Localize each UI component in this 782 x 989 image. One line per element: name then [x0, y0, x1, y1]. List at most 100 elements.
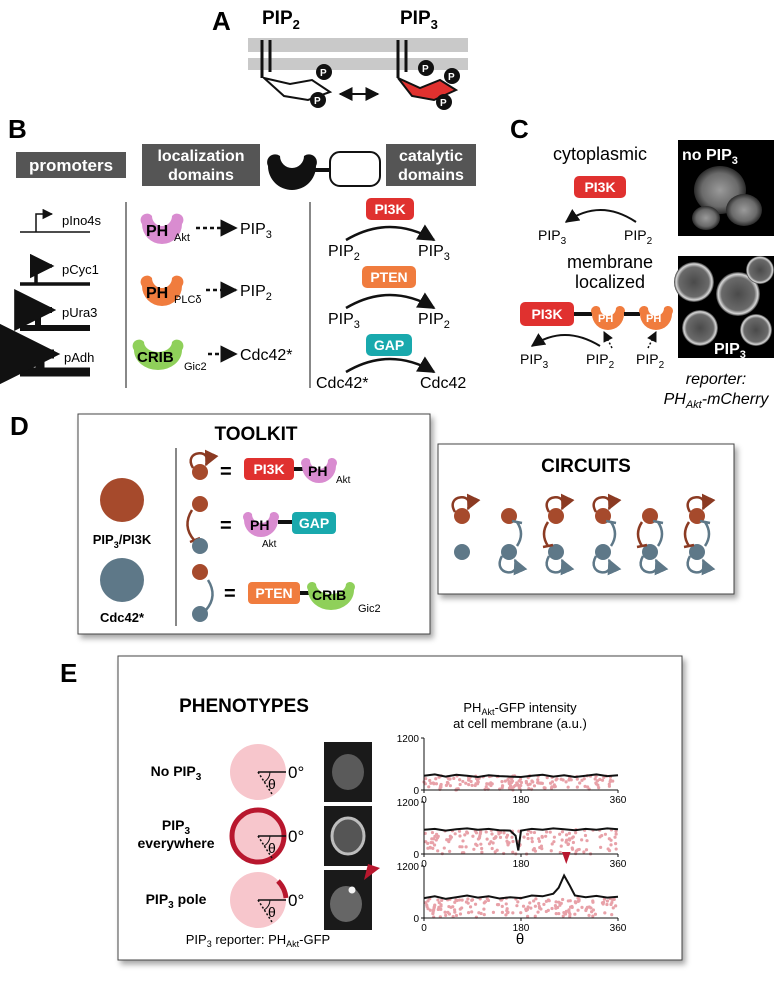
pip2-title: PIP2	[262, 8, 300, 32]
inhibition-arrow	[683, 521, 691, 547]
x-tick-label: 360	[610, 923, 627, 934]
scatter-point	[506, 778, 510, 782]
scatter-point	[430, 830, 435, 835]
scatter-point	[503, 779, 507, 783]
scatter-point	[525, 832, 530, 836]
substrate: Cdc42*	[316, 375, 368, 392]
scatter-point	[593, 912, 598, 916]
scatter-point	[448, 784, 452, 788]
ph-domain-icon	[591, 306, 625, 330]
cytoplasmic-label: cytoplasmic	[553, 144, 647, 164]
scatter-point	[580, 838, 584, 842]
promoter-pino4s: pIno4s	[20, 213, 102, 233]
scatter-point	[425, 903, 429, 907]
inhibition-bar	[636, 543, 648, 549]
scatter-point	[505, 907, 509, 911]
scatter-point	[504, 902, 508, 906]
scatter-point	[611, 906, 615, 910]
promoter-pcyc1: pCyc1	[20, 262, 99, 284]
scatter-point	[453, 908, 457, 912]
scatter-point	[614, 829, 618, 833]
inhibition-bar	[511, 519, 523, 525]
scatter-point	[582, 777, 586, 781]
scatter-point	[591, 914, 595, 918]
scatter-point	[527, 787, 531, 791]
scatter-point	[600, 901, 605, 905]
header-catalytic-label: catalytic	[399, 148, 463, 165]
self-activation-arrow	[451, 493, 481, 513]
ph-domain-icon	[243, 512, 279, 537]
domain-target: PIP2	[240, 283, 272, 303]
scatter-point	[598, 777, 602, 782]
inhibition-bar	[683, 543, 695, 549]
reporter-label: reporter:	[686, 371, 746, 388]
scatter-point	[453, 832, 457, 836]
scatter-point	[542, 786, 546, 790]
scatter-point	[480, 846, 484, 851]
scatter-point	[576, 896, 580, 900]
pi3k-chip	[574, 176, 626, 198]
panel-label-d: D	[10, 411, 29, 441]
scatter-point	[549, 849, 553, 853]
scatter-point	[458, 845, 462, 849]
self-activation-arrow	[686, 555, 716, 576]
scatter-point	[517, 786, 521, 790]
scatter-point	[448, 849, 452, 854]
scatter-point	[466, 911, 471, 915]
pip3-molecule	[396, 40, 460, 110]
inhibition-bar	[652, 519, 664, 525]
scatter-point	[500, 780, 504, 784]
toolkit-title: TOOLKIT	[214, 424, 297, 445]
phenotypes-box	[117, 655, 683, 961]
scatter-point	[533, 904, 537, 908]
scatter-point	[516, 782, 520, 787]
scatter-point	[575, 785, 579, 789]
scatter-point	[463, 833, 467, 837]
scatter-point	[569, 905, 573, 909]
scatter-point	[532, 830, 537, 835]
scatter-point	[458, 782, 462, 787]
scatter-point	[582, 850, 586, 854]
theta-label: θ	[268, 904, 276, 920]
scatter-point	[554, 912, 558, 916]
self-activation-arrow	[498, 555, 528, 576]
scatter-point	[439, 907, 443, 911]
scatter-point	[534, 897, 538, 901]
scatter-point	[467, 782, 471, 787]
domain-label: PH	[146, 223, 168, 240]
inhibition-arrow	[703, 521, 711, 547]
scatter-point	[528, 901, 532, 905]
scatter-point	[495, 903, 500, 907]
scatter-point	[426, 907, 430, 911]
scatter-point	[485, 837, 489, 841]
inhibition-arrow	[542, 521, 550, 547]
micrograph-spot	[348, 886, 356, 894]
micrograph-pip3: PIP3	[674, 256, 774, 361]
catalytic-domain-icon	[329, 151, 381, 187]
pip3-node-label: PIP3/PI3K	[93, 532, 152, 550]
ph-label: PH	[598, 313, 613, 325]
scatter-point	[470, 898, 474, 902]
scatter-point	[517, 829, 521, 833]
equals-sign: =	[224, 583, 236, 605]
scatter-point	[467, 778, 471, 782]
scatter-point	[436, 898, 440, 902]
scatter-point	[525, 907, 530, 912]
scatter-point	[530, 836, 534, 840]
scatter-point	[433, 834, 437, 838]
scatter-point	[603, 832, 608, 836]
y-tick-label: 0	[413, 850, 419, 861]
inhibition-arrow	[205, 579, 214, 611]
scatter-point	[537, 837, 541, 841]
scatter-point	[448, 834, 452, 838]
promoter-label: pAdh	[64, 350, 94, 365]
membrane-label: membrane	[567, 252, 653, 272]
scatter-point	[511, 839, 515, 844]
scatter-point	[475, 782, 480, 786]
scatter-point	[580, 778, 584, 782]
phosphate-label: P	[448, 72, 455, 83]
scatter-point	[544, 899, 548, 903]
